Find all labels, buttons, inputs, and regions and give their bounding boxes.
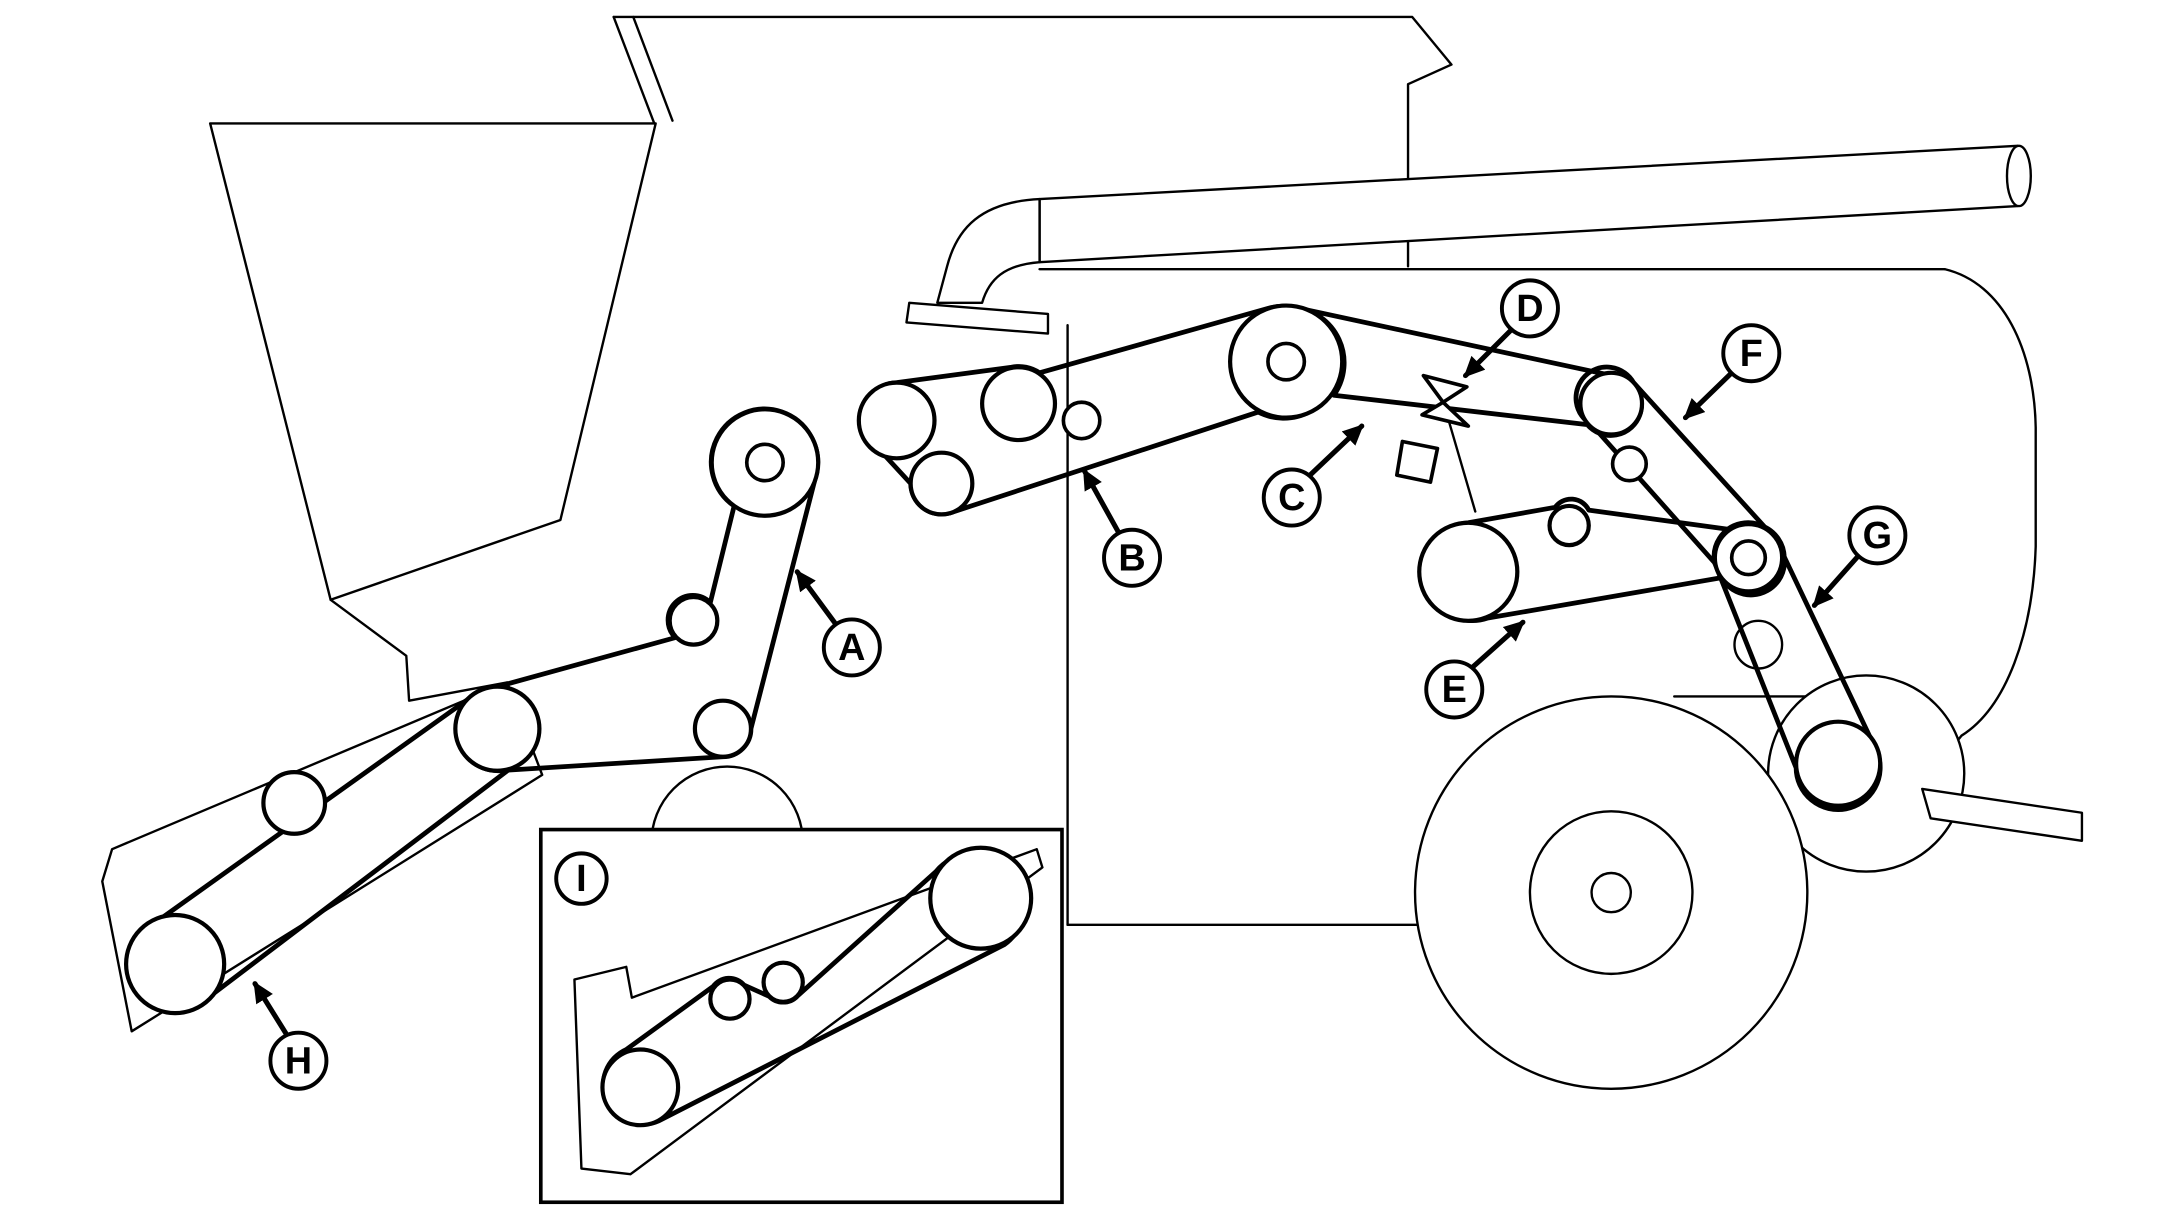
callout-i-letter: I bbox=[576, 858, 587, 900]
pulley-a-drive-hub bbox=[744, 442, 785, 483]
pulley-e-idler bbox=[1547, 503, 1591, 548]
callout-g-circle bbox=[1847, 505, 1908, 566]
unloading-auger-end bbox=[2005, 144, 2032, 208]
callout-d-arrow bbox=[1462, 325, 1516, 379]
rear-body-outline bbox=[1921, 267, 2037, 786]
pulley-b-lower bbox=[908, 450, 975, 517]
pulley-h-idler bbox=[261, 770, 328, 836]
tensioner-d-upper bbox=[1421, 373, 1469, 405]
callout-e-circle bbox=[1424, 659, 1485, 720]
tensioner-d-bracket bbox=[1395, 439, 1440, 484]
callout-i-circle bbox=[554, 851, 609, 906]
grain-tank-outline bbox=[612, 15, 1453, 268]
tensioner-d-lower bbox=[1420, 400, 1471, 428]
callout-h-arrow bbox=[252, 981, 290, 1039]
callout-d-marker: D bbox=[1462, 278, 1560, 379]
callout-f-letter: F bbox=[1740, 333, 1763, 375]
pulley-i-drive bbox=[928, 845, 1034, 951]
pulley-e-drive bbox=[1417, 520, 1520, 623]
callout-d-circle bbox=[1499, 278, 1560, 339]
drive-wheel-hub bbox=[1590, 871, 1632, 914]
pulley-g-lower bbox=[1794, 719, 1883, 808]
callout-b-marker: B bbox=[1081, 468, 1163, 588]
cab-body-outline bbox=[208, 122, 657, 601]
auger-elbow bbox=[936, 197, 1041, 304]
callout-f-circle bbox=[1721, 323, 1782, 384]
callout-c-circle bbox=[1261, 467, 1322, 528]
callout-e-marker: E bbox=[1424, 619, 1526, 720]
pulley-i-idler1 bbox=[708, 977, 752, 1021]
inset-feeder-outline bbox=[573, 847, 1044, 1176]
callouts: A B C D E F G bbox=[252, 278, 1908, 1091]
cab-lower-outline bbox=[329, 598, 509, 702]
callout-a-arrow bbox=[794, 569, 839, 628]
callout-b-circle bbox=[1102, 527, 1163, 588]
pulley-a-idler bbox=[667, 594, 720, 647]
pulley-f-idler bbox=[1610, 445, 1649, 483]
pulley-cf-shared bbox=[1578, 370, 1645, 437]
pulley-b-upper bbox=[980, 365, 1058, 443]
belt-group-a-h bbox=[123, 406, 821, 1016]
callout-b-letter: B bbox=[1118, 537, 1145, 579]
callout-f-arrow bbox=[1682, 370, 1735, 421]
callout-b-arrow bbox=[1081, 468, 1122, 537]
callout-a-marker: A bbox=[794, 569, 882, 678]
pulley-a-lower bbox=[692, 698, 754, 759]
pulley-b-left bbox=[856, 380, 937, 461]
callout-h-circle bbox=[268, 1030, 329, 1091]
belt-group-center-right bbox=[856, 303, 1883, 812]
pulley-b-small-idler bbox=[1061, 400, 1102, 441]
auger-spout bbox=[905, 301, 1050, 335]
feeder-house-outline bbox=[101, 681, 544, 1033]
tensioner-link-line bbox=[1447, 419, 1477, 513]
callout-a-letter: A bbox=[838, 627, 865, 669]
pulley-a-h-shared bbox=[453, 684, 542, 773]
callout-c-marker: C bbox=[1261, 423, 1365, 528]
pulley-efg-shared-hub bbox=[1729, 539, 1768, 577]
callout-g-arrow bbox=[1811, 552, 1862, 608]
callout-c-arrow bbox=[1306, 423, 1365, 480]
callout-g-marker: G bbox=[1811, 505, 1908, 608]
callout-e-letter: E bbox=[1442, 669, 1467, 711]
callout-h-marker: H bbox=[252, 981, 329, 1091]
callout-a-circle bbox=[821, 617, 882, 678]
callout-d-letter: D bbox=[1516, 288, 1543, 330]
pulley-i-idler2 bbox=[761, 960, 805, 1004]
callout-c-letter: C bbox=[1278, 477, 1305, 519]
callout-f-marker: F bbox=[1682, 323, 1782, 421]
pulley-h-lower bbox=[123, 912, 227, 1016]
grain-tank-left-edge bbox=[612, 15, 674, 125]
pulley-i-lower bbox=[600, 1047, 681, 1128]
callout-h-letter: H bbox=[285, 1040, 312, 1082]
callout-e-arrow bbox=[1468, 619, 1526, 671]
hitch-outline bbox=[1921, 787, 2084, 842]
unloading-auger-tube bbox=[1038, 144, 2019, 264]
wheels bbox=[1413, 619, 2084, 1090]
pulley-bc-drive-hub bbox=[1266, 341, 1307, 382]
callout-g-letter: G bbox=[1863, 515, 1892, 557]
callout-i-marker: I bbox=[554, 851, 609, 906]
inset-detail-i: I bbox=[538, 827, 1064, 1205]
